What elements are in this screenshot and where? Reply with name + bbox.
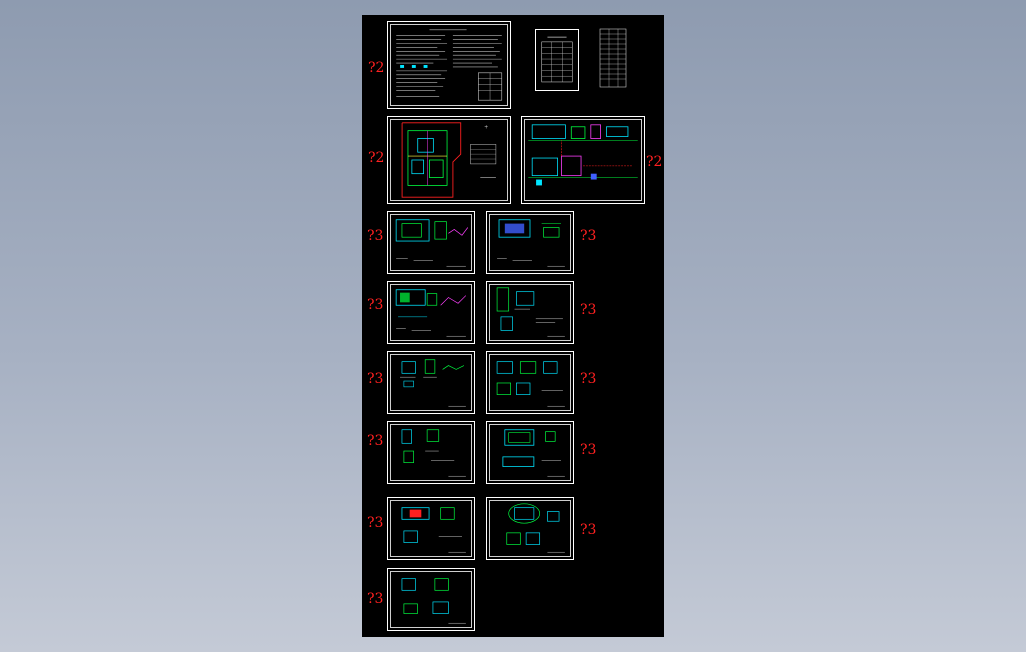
svg-text:+: + bbox=[484, 125, 488, 131]
table-b-graphic bbox=[599, 28, 627, 88]
sheet-table-b[interactable] bbox=[599, 28, 627, 88]
detail-10-graphic bbox=[506, 503, 565, 553]
sheet-frame bbox=[524, 119, 642, 201]
sheet-label-detail-3: ?3 bbox=[367, 297, 384, 313]
elevation-graphic bbox=[528, 124, 638, 186]
sheet-detail-8[interactable] bbox=[486, 421, 574, 484]
sheet-detail-4[interactable] bbox=[486, 281, 574, 344]
detail-3-graphic bbox=[395, 289, 467, 337]
sheet-detail-2[interactable] bbox=[486, 211, 574, 274]
sheet-frame bbox=[489, 284, 571, 341]
sheet-label-detail-10: ?3 bbox=[580, 522, 597, 538]
sheet-frame bbox=[390, 284, 472, 341]
sheet-detail-7[interactable] bbox=[387, 421, 475, 484]
sheet-frame bbox=[390, 119, 508, 201]
sheet-label-cover: ?2 bbox=[368, 60, 385, 76]
sheet-label-detail-9: ?3 bbox=[367, 515, 384, 531]
site-plan-graphic: + bbox=[401, 122, 497, 198]
sheet-label-detail-8: ?3 bbox=[580, 442, 597, 458]
cad-drawing-canvas[interactable]: + bbox=[362, 15, 664, 637]
sheet-detail-3[interactable] bbox=[387, 281, 475, 344]
detail-4-graphic bbox=[496, 287, 565, 337]
sheet-frame bbox=[390, 424, 472, 481]
sheet-label-detail-5: ?3 bbox=[367, 371, 384, 387]
detail-7-graphic bbox=[401, 429, 466, 477]
sheet-site-plan[interactable]: + bbox=[387, 116, 511, 204]
sheet-frame bbox=[390, 500, 472, 557]
sheet-detail-1[interactable] bbox=[387, 211, 475, 274]
sheet-label-detail-6: ?3 bbox=[580, 371, 597, 387]
sheet-frame bbox=[489, 354, 571, 411]
sheet-label-detail-11: ?3 bbox=[367, 591, 384, 607]
detail-6-graphic bbox=[496, 361, 565, 407]
sheet-label-detail-7: ?3 bbox=[367, 433, 384, 449]
detail-11-graphic bbox=[401, 578, 466, 624]
sheet-detail-5[interactable] bbox=[387, 351, 475, 414]
table-a-graphic bbox=[541, 36, 573, 83]
detail-5-graphic bbox=[400, 359, 466, 407]
sheet-detail-11[interactable] bbox=[387, 568, 475, 631]
sheet-label-site-plan: ?2 bbox=[368, 150, 385, 166]
sheet-detail-10[interactable] bbox=[486, 497, 574, 560]
sheet-label-detail-2: ?3 bbox=[580, 228, 597, 244]
sheet-cover[interactable] bbox=[387, 21, 511, 109]
sheet-label-elevation: ?2 bbox=[646, 154, 663, 170]
sheet-elevation[interactable] bbox=[521, 116, 645, 204]
sheet-frame bbox=[390, 214, 472, 271]
sheet-frame bbox=[390, 571, 472, 628]
sheet-table-a[interactable] bbox=[535, 29, 579, 91]
sheet-frame bbox=[390, 354, 472, 411]
sheet-detail-6[interactable] bbox=[486, 351, 574, 414]
sheet-detail-9[interactable] bbox=[387, 497, 475, 560]
sheet-frame bbox=[489, 500, 571, 557]
sheet-label-detail-4: ?3 bbox=[580, 302, 597, 318]
cover-notes-graphic bbox=[396, 29, 503, 101]
detail-8-graphic bbox=[502, 429, 565, 477]
detail-9-graphic bbox=[401, 507, 466, 553]
sheet-frame bbox=[489, 424, 571, 481]
sheet-label-detail-1: ?3 bbox=[367, 228, 384, 244]
detail-2-graphic bbox=[497, 219, 565, 267]
sheet-frame bbox=[489, 214, 571, 271]
sheet-frame bbox=[390, 24, 508, 106]
detail-1-graphic bbox=[395, 219, 469, 267]
